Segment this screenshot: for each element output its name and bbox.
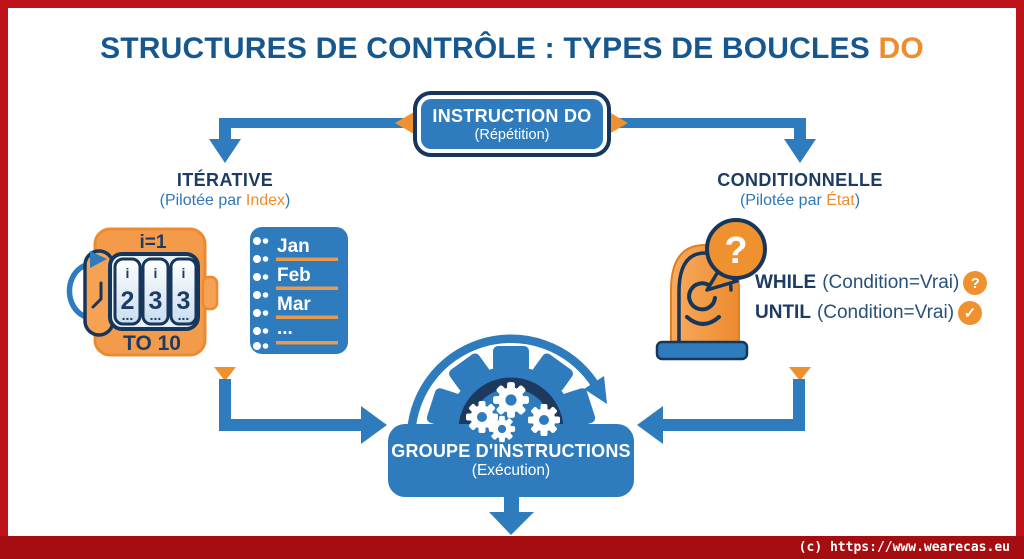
- iterative-branch-heading: ITÉRATIVE (Pilotée par Index): [65, 170, 385, 210]
- list-item-3: Mar: [277, 294, 311, 315]
- iterative-sub-suffix: ): [285, 192, 291, 209]
- list-item-2: Feb: [277, 265, 311, 286]
- conditional-sub-prefix: (Pilotée par: [739, 192, 827, 209]
- instruction-do-label: INSTRUCTION DO: [432, 105, 592, 126]
- right-flow-triangle-icon: [609, 112, 628, 134]
- instruction-do-box: INSTRUCTION DO (Répétition): [413, 91, 611, 157]
- wheel1-dots: ...: [122, 307, 134, 323]
- wheel2-dots: ...: [150, 307, 162, 323]
- copyright-text: (c) https://www.wearecas.eu: [798, 540, 1010, 555]
- left-down-triangle-icon: [214, 367, 236, 381]
- iterative-sub-highlight: Index: [245, 192, 286, 209]
- iterative-heading: ITÉRATIVE: [176, 170, 274, 190]
- group-instructions-box: GROUPE D'INSTRUCTIONS (Exécution): [388, 424, 634, 497]
- state-figure-icon: ?: [655, 218, 767, 361]
- conditional-subheading: (Pilotée par État): [640, 192, 960, 210]
- while-condition-line: WHILE (Condition=Vrai) ?: [755, 271, 988, 295]
- conditional-heading: CONDITIONNELLE: [717, 170, 883, 190]
- wheel1-top: i: [126, 265, 130, 281]
- iterative-subheading: (Pilotée par Index): [65, 192, 385, 210]
- wheel3-digit: 3: [177, 287, 191, 315]
- page-title: STRUCTURES DE CONTRÔLE : TYPES DE BOUCLE…: [0, 32, 1024, 66]
- group-instructions-sublabel: (Exécution): [471, 462, 551, 479]
- page-title-highlight: DO: [878, 32, 924, 65]
- conditional-branch-heading: CONDITIONNELLE (Pilotée par État): [640, 170, 960, 210]
- group-instructions-label: GROUPE D'INSTRUCTIONS: [391, 441, 631, 461]
- check-badge-icon: ✓: [958, 301, 983, 325]
- wheel1-digit: 2: [121, 287, 135, 315]
- list-item-1: Jan: [277, 236, 310, 257]
- page-title-main: STRUCTURES DE CONTRÔLE : TYPES DE BOUCLE…: [100, 32, 879, 65]
- counter-range-label: TO 10: [123, 332, 181, 355]
- left-flow-triangle-icon: [395, 112, 414, 134]
- footer-bar: (c) https://www.wearecas.eu: [0, 536, 1024, 559]
- instruction-do-sublabel: (Répétition): [474, 126, 550, 143]
- wheel3-dots: ...: [178, 307, 190, 323]
- iterative-sub-prefix: (Pilotée par: [159, 192, 246, 209]
- wheel2-top: i: [154, 265, 158, 281]
- conditional-sub-highlight: État: [826, 192, 855, 209]
- until-keyword: UNTIL: [755, 302, 811, 323]
- top-right-arrow: [610, 118, 816, 163]
- bubble-question-glyph: ?: [724, 230, 747, 272]
- question-badge-icon: ?: [963, 271, 988, 295]
- counter-init-label: i=1: [140, 232, 167, 253]
- while-condition-text: (Condition=Vrai): [822, 272, 960, 293]
- counter-icon: i i i 2 3 3 ... ... ... i=1 TO 10: [66, 227, 219, 357]
- until-condition-text: (Condition=Vrai): [816, 302, 955, 323]
- while-keyword: WHILE: [755, 272, 817, 293]
- conditional-sub-suffix: ): [854, 192, 861, 209]
- month-list-icon: Jan Feb Mar ...: [250, 227, 348, 354]
- bottom-right-arrow: [637, 379, 805, 444]
- top-left-arrow: [209, 118, 413, 163]
- until-condition-line: UNTIL (Condition=Vrai) ✓: [755, 301, 983, 325]
- wheel2-digit: 3: [149, 287, 163, 315]
- exit-down-arrow: [489, 494, 534, 535]
- list-item-4: ...: [277, 318, 293, 339]
- bottom-left-arrow: [219, 379, 387, 444]
- right-down-triangle-icon: [789, 367, 811, 381]
- wheel3-top: i: [182, 265, 186, 281]
- instruction-do-box-inner: INSTRUCTION DO (Répétition): [421, 99, 603, 149]
